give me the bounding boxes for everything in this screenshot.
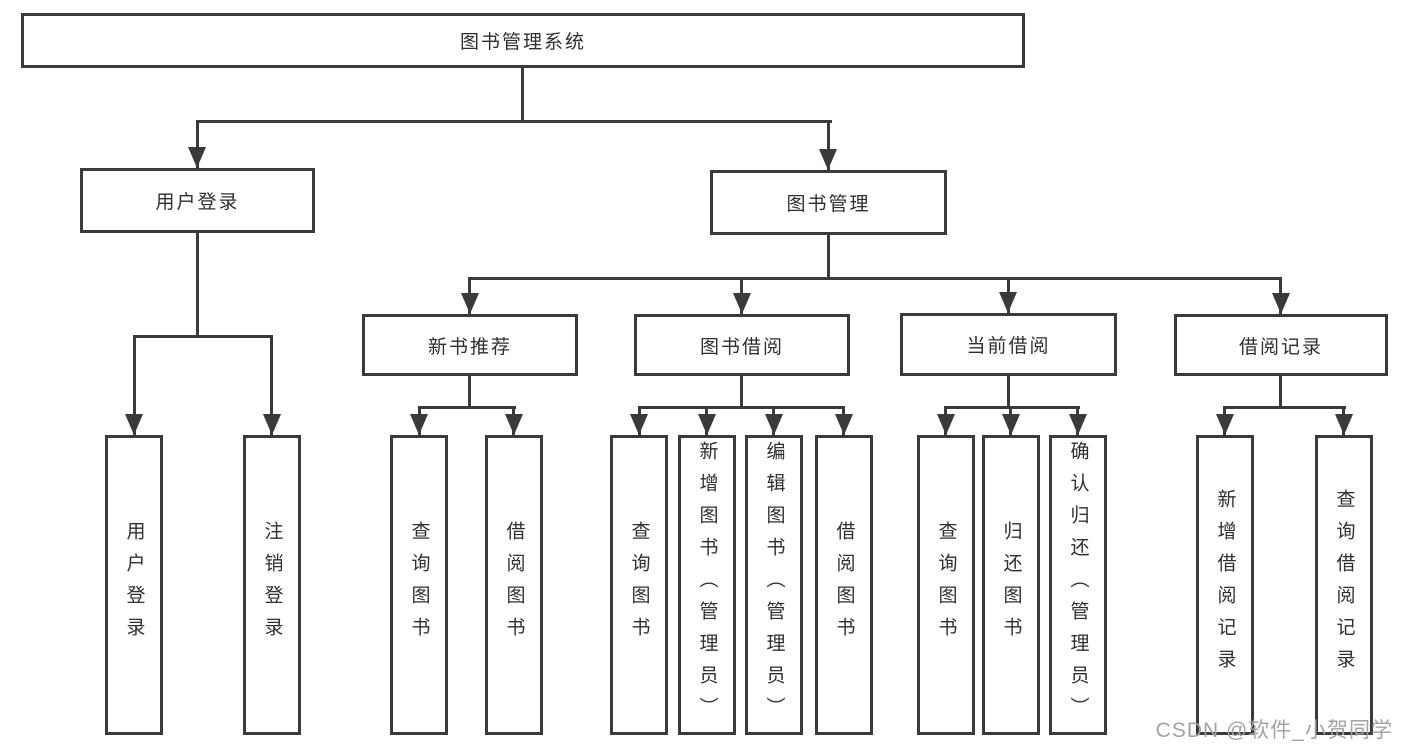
connector-line [740, 376, 743, 406]
arrow-down-icon [1216, 414, 1234, 435]
node-new-book-rec: 新书推荐 [362, 314, 578, 376]
connector-line [270, 335, 273, 435]
leaf-br-add-record-label: 新增借阅记录 [1214, 489, 1236, 681]
arrow-down-icon [630, 414, 648, 435]
arrow-down-icon [937, 414, 955, 435]
node-borrow-records: 借阅记录 [1174, 314, 1388, 376]
leaf-cb-query-book: 查询图书 [917, 435, 975, 735]
leaf-bb-add-book: 新增图书（管理员） [678, 435, 736, 735]
leaf-br-query-record: 查询借阅记录 [1315, 435, 1373, 735]
arrow-down-icon [461, 293, 479, 314]
connector-line [827, 120, 830, 170]
arrow-down-icon [125, 414, 143, 435]
arrow-down-icon [188, 147, 206, 168]
watermark: CSDN @软件_小贺同学 [1155, 719, 1393, 742]
connector-line [944, 406, 1080, 409]
leaf-cb-confirm-return-label: 确认归还（管理员） [1067, 441, 1089, 729]
leaf-bb-query-book-label: 查询图书 [628, 521, 650, 649]
node-current-borrow-label: 当前借阅 [966, 336, 1051, 357]
arrow-down-icon [1272, 293, 1290, 314]
leaf-user-login: 用户登录 [105, 435, 163, 735]
leaf-cb-return-book-label: 归还图书 [1000, 521, 1022, 649]
arrow-down-icon [733, 293, 751, 314]
arrow-down-icon [698, 414, 716, 435]
arrow-down-icon [1335, 414, 1353, 435]
leaf-br-query-record-label: 查询借阅记录 [1333, 489, 1355, 681]
leaf-nbr-query-book-label: 查询图书 [408, 521, 430, 649]
arrow-down-icon [1069, 414, 1087, 435]
connector-line [418, 406, 516, 409]
connector-line [468, 376, 471, 406]
leaf-nbr-query-book: 查询图书 [390, 435, 448, 735]
connector-line [1224, 406, 1346, 409]
connector-line [521, 68, 524, 120]
connector-line [133, 335, 273, 338]
node-book-borrow-label: 图书借阅 [699, 336, 784, 358]
connector-line [638, 406, 845, 409]
leaf-logout-label: 注销登录 [261, 521, 283, 649]
arrow-down-icon [819, 149, 837, 170]
node-borrow-records-label: 借阅记录 [1238, 336, 1323, 358]
arrow-down-icon [765, 414, 783, 435]
leaf-cb-confirm-return: 确认归还（管理员） [1049, 435, 1107, 735]
arrow-down-icon [263, 414, 281, 435]
arrow-down-icon [410, 414, 428, 435]
leaf-bb-borrow-book: 借阅图书 [815, 435, 873, 735]
arrow-down-icon [1002, 414, 1020, 435]
connector-line [1279, 376, 1282, 406]
leaf-cb-return-book: 归还图书 [982, 435, 1040, 735]
connector-line [196, 120, 832, 123]
node-user-login-label: 用户登录 [155, 192, 240, 213]
arrow-down-icon [999, 292, 1017, 313]
connector-line [468, 277, 1282, 280]
leaf-bb-add-book-label: 新增图书（管理员） [696, 441, 718, 729]
node-book-mgmt-label: 图书管理 [786, 194, 871, 215]
node-new-book-rec-label: 新书推荐 [427, 336, 512, 358]
leaf-user-login-label: 用户登录 [123, 521, 145, 649]
connector-line [1007, 376, 1010, 406]
leaf-br-add-record: 新增借阅记录 [1196, 435, 1254, 735]
leaf-bb-edit-book: 编辑图书（管理员） [745, 435, 803, 735]
leaf-cb-query-book-label: 查询图书 [935, 521, 957, 649]
connector-line [196, 120, 199, 168]
connector-line [133, 335, 136, 435]
leaf-nbr-borrow-book: 借阅图书 [485, 435, 543, 735]
node-root: 图书管理系统 [21, 13, 1025, 68]
node-root-label: 图书管理系统 [459, 32, 586, 53]
node-current-borrow: 当前借阅 [900, 313, 1117, 376]
arrow-down-icon [835, 414, 853, 435]
node-user-login: 用户登录 [80, 168, 315, 233]
node-book-borrow: 图书借阅 [634, 314, 850, 376]
node-book-mgmt: 图书管理 [710, 170, 947, 235]
connector-line [196, 233, 199, 335]
leaf-bb-borrow-book-label: 借阅图书 [833, 521, 855, 649]
leaf-bb-query-book: 查询图书 [610, 435, 668, 735]
leaf-logout: 注销登录 [243, 435, 301, 735]
leaf-nbr-borrow-book-label: 借阅图书 [503, 521, 525, 649]
arrow-down-icon [505, 414, 523, 435]
leaf-bb-edit-book-label: 编辑图书（管理员） [763, 441, 785, 729]
connector-line [827, 235, 830, 277]
